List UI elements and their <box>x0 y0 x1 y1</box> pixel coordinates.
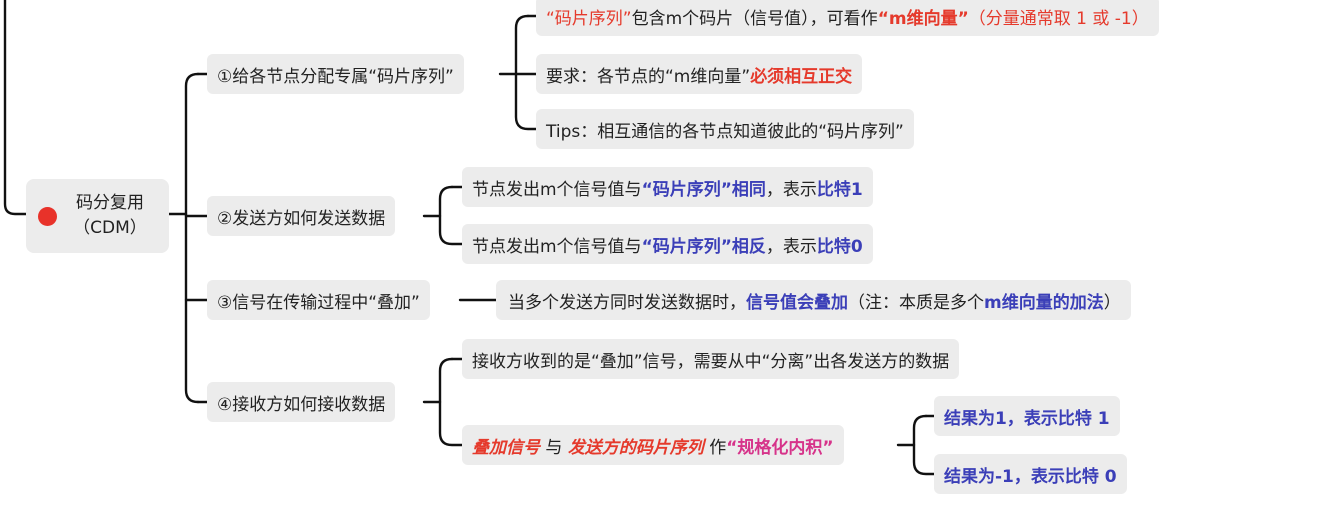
root-node-cdm[interactable]: 码分复用 （CDM） <box>26 179 169 253</box>
branch-send-data[interactable]: ②发送方如何发送数据 <box>207 196 396 236</box>
node-send-bit-0[interactable]: 节点发出m个信号值与“码片序列”相反，表示比特0 <box>462 224 873 264</box>
node-send-bit-1[interactable]: 节点发出m个信号值与“码片序列”相同，表示比特1 <box>462 167 873 207</box>
node-orthogonal-requirement[interactable]: 要求：各节点的“m维向量”必须相互正交 <box>536 54 863 94</box>
node-chip-sequence-definition[interactable]: “码片序列”包含m个码片（信号值），可看作“m维向量”（分量通常取 1 或 -1… <box>536 0 1159 36</box>
node-result-bit-1[interactable]: 结果为1，表示比特 1 <box>934 396 1120 436</box>
node-receive-separate[interactable]: 接收方收到的是“叠加”信号，需要从中“分离”出各发送方的数据 <box>462 339 960 379</box>
node-tips[interactable]: Tips：相互通信的各节点知道彼此的“码片序列” <box>536 109 914 149</box>
branch-receive-data[interactable]: ④接收方如何接收数据 <box>207 382 396 422</box>
root-label: 码分复用 （CDM） <box>73 193 147 238</box>
branch-signal-superposition[interactable]: ③信号在传输过程中“叠加” <box>207 280 430 320</box>
status-dot-icon <box>38 206 57 226</box>
branch-assign-chip-sequence[interactable]: ①给各节点分配专属“码片序列” <box>207 54 464 94</box>
node-superposition-detail[interactable]: 当多个发送方同时发送数据时，信号值会叠加（注：本质是多个 m维向量的加法） <box>496 280 1131 320</box>
node-result-bit-0[interactable]: 结果为-1，表示比特 0 <box>934 454 1127 494</box>
node-normalized-inner-product[interactable]: 叠加信号 与 发送方的码片序列 作“规格化内积” <box>462 425 844 465</box>
